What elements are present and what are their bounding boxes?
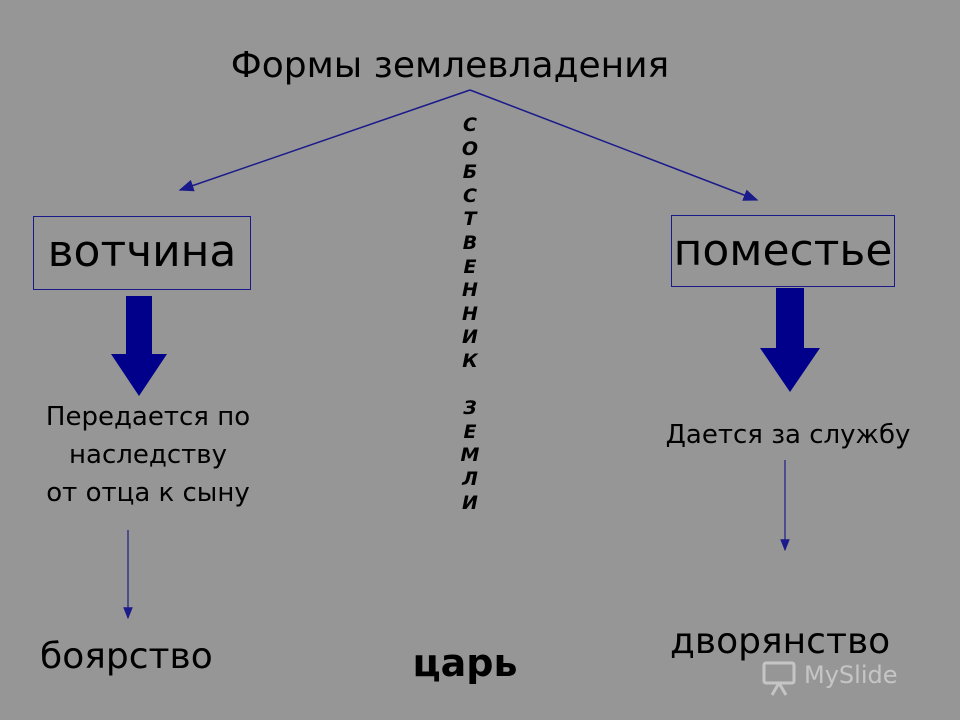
myslide-watermark: MySlide [760,655,940,700]
vertical-letter: Н [462,302,478,325]
vertical-letter: И [462,491,478,514]
pomestye-description: Дается за службу [665,420,911,450]
vertical-letter: Е [463,255,477,278]
vertical-letter: Т [463,208,477,231]
dvoryanstvo-label: дворянство [670,621,891,662]
vertical-letter: Е [463,420,477,443]
vertical-letter [440,374,500,398]
vertical-letter: О [461,137,479,160]
vertical-letter: З [463,397,477,420]
vertical-sobstvennik-zemli: С О Б С Т В Е Н Н И К З Е М Л И [440,114,500,515]
vertical-letter: В [462,231,478,254]
presentation-board-icon [762,661,796,696]
votchina-desc-line: наследству [69,440,227,470]
boyarstvo-label: боярство [40,636,213,677]
right-thick-down-arrow [760,288,820,392]
votchina-description: Передается по наследству от отца к сыну [20,398,276,512]
vertical-letter: С [463,114,477,136]
vertical-letter: М [460,444,480,467]
diagram-title: Формы землевладения [230,45,670,86]
vertical-letter: К [462,349,478,372]
watermark-text: MySlide [804,661,898,689]
vertical-letter: Н [462,279,478,302]
vertical-letter: Б [462,161,478,184]
vertical-letter: И [462,326,478,349]
tsar-label: царь [412,641,518,685]
title-to-left-arrow [178,89,471,192]
votchina-box: вотчина [33,216,251,290]
vertical-letter: Л [462,467,478,490]
vertical-letter: С [463,184,477,207]
votchina-desc-line: от отца к сыну [46,478,250,508]
votchina-desc-line: Передается по [45,402,251,432]
pomestye-box: поместье [671,215,895,287]
left-thick-down-arrow [111,296,167,396]
title-to-right-arrow [469,89,759,201]
